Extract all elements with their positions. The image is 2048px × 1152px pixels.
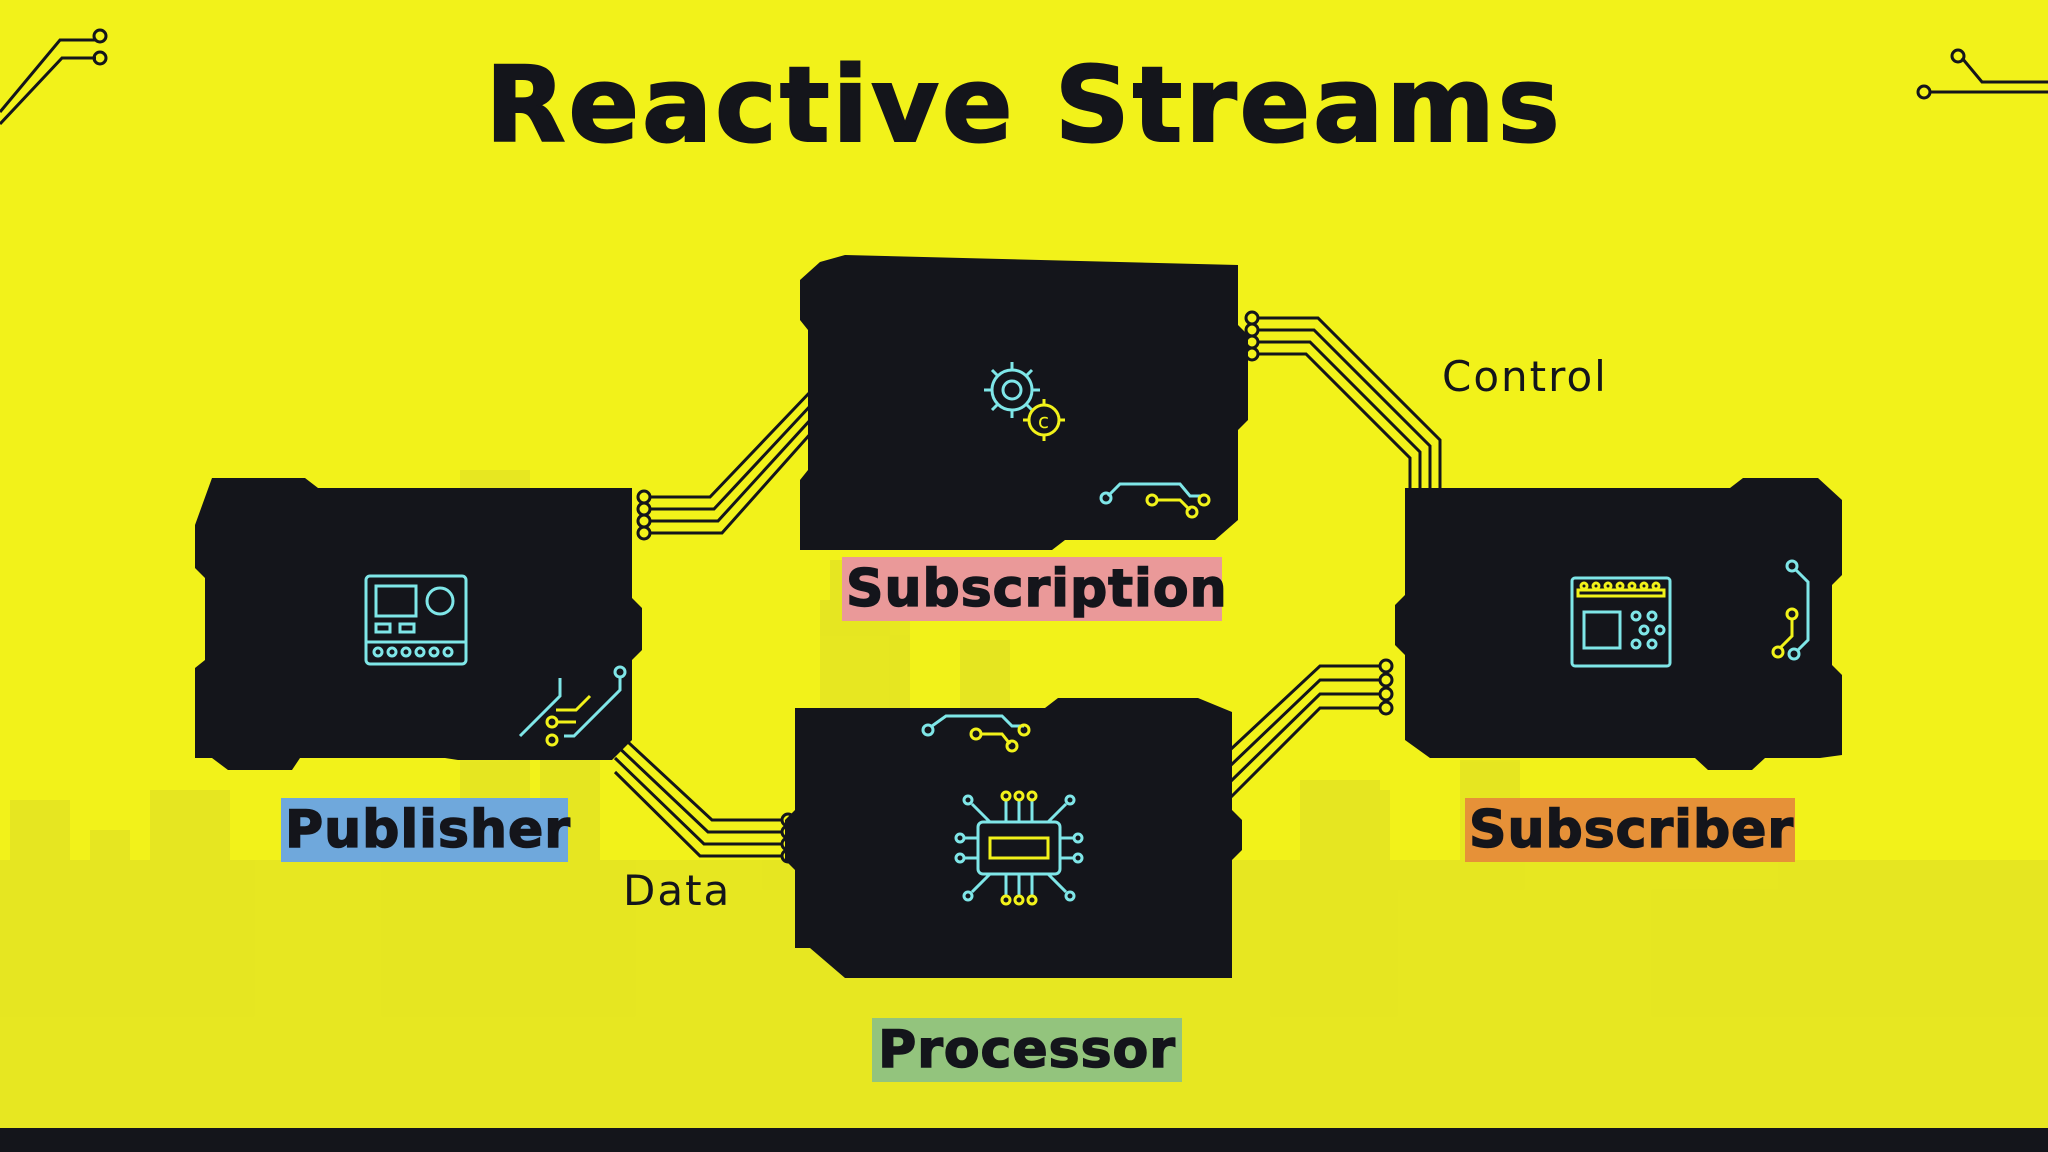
svg-text:c: c [1038, 409, 1049, 433]
subscriber-label: Subscriber [1465, 798, 1795, 862]
circuit-trace-icon [518, 665, 627, 747]
connector-publisher-processor [613, 728, 796, 864]
circuit-decoration-top-left [0, 28, 108, 126]
publisher-label: Publisher [281, 798, 571, 862]
subscription-node: c [800, 255, 1248, 550]
circuit-board-icon [1570, 576, 1672, 668]
circuit-trace-icon [1099, 482, 1211, 519]
footer-bar [0, 1128, 2048, 1152]
processor-label: Processor [872, 1018, 1182, 1082]
gears-icon: c [984, 362, 1065, 441]
subscription-label: Subscription [842, 557, 1227, 621]
control-edge-label: Control [1442, 352, 1608, 401]
connector-publisher-subscription [636, 388, 814, 541]
circuit-decoration-top-right [1916, 48, 2048, 100]
circuit-trace-icon [921, 714, 1031, 753]
circuit-trace-icon [1771, 559, 1810, 661]
slide-title: Reactive Streams [484, 44, 1563, 166]
publisher-node [195, 478, 642, 770]
subscriber-node [1395, 478, 1842, 770]
connector-processor-subscriber [1228, 658, 1394, 800]
chip-icon [954, 790, 1084, 906]
connector-subscription-subscriber [1244, 310, 1442, 490]
device-panel-icon [364, 574, 468, 666]
processor-node [785, 698, 1242, 978]
data-edge-label: Data [623, 866, 732, 915]
